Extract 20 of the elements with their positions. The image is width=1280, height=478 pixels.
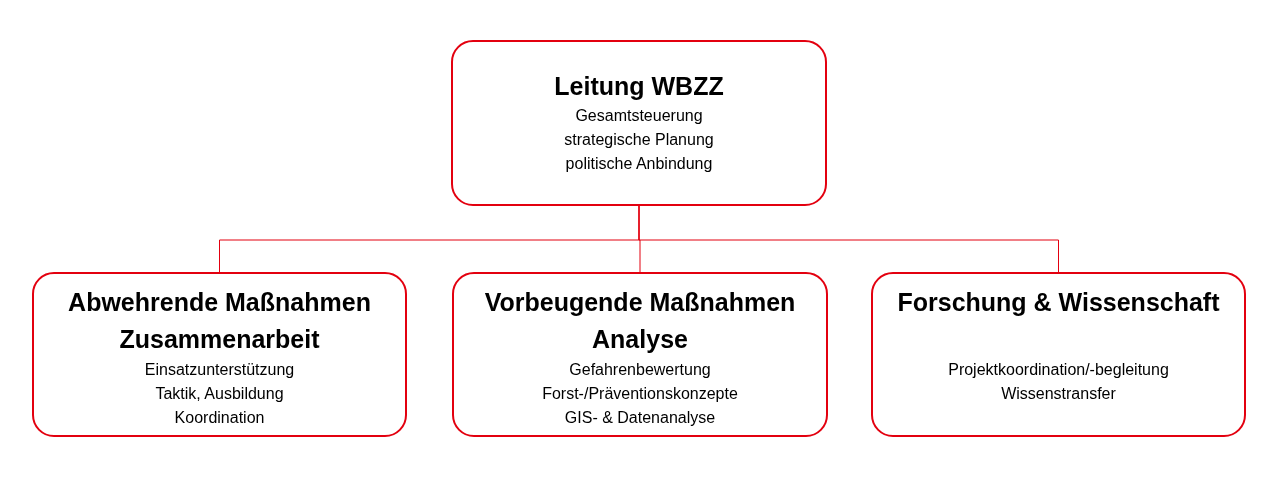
task-text: Forst-/Präventionskonzepte: [542, 384, 738, 404]
task-text: Projektkoordination/-begleitung: [948, 360, 1169, 380]
org-unit-box: [452, 272, 828, 437]
task-text: GIS- & Datenanalyse: [564, 408, 716, 428]
unit-title: Abwehrende Maßnahmen Zusammenarbeit: [67, 287, 372, 355]
connector-line: [638, 205, 1059, 273]
task-text: strategische Planung: [564, 130, 714, 150]
unit-title: Vorbeugende Maßnahmen Analyse: [483, 287, 797, 355]
task-text: Wissenstransfer: [1001, 384, 1116, 404]
task-text: Einsatzunterstützung: [144, 360, 295, 380]
task-text: Taktik, Ausbildung: [155, 384, 284, 404]
task-text: Koordination: [174, 408, 265, 428]
task-text: Gefahrenbewertung: [569, 360, 711, 380]
task-text: politische Anbindung: [565, 154, 713, 174]
unit-title: Leitung WBZZ: [553, 71, 725, 102]
unit-title: Forschung & Wissenschaft: [896, 287, 1221, 318]
org-unit-box: [451, 40, 827, 206]
task-text: Gesamtsteuerung: [575, 106, 703, 126]
org-unit-box: [871, 272, 1246, 437]
org-unit-box: [32, 272, 407, 437]
